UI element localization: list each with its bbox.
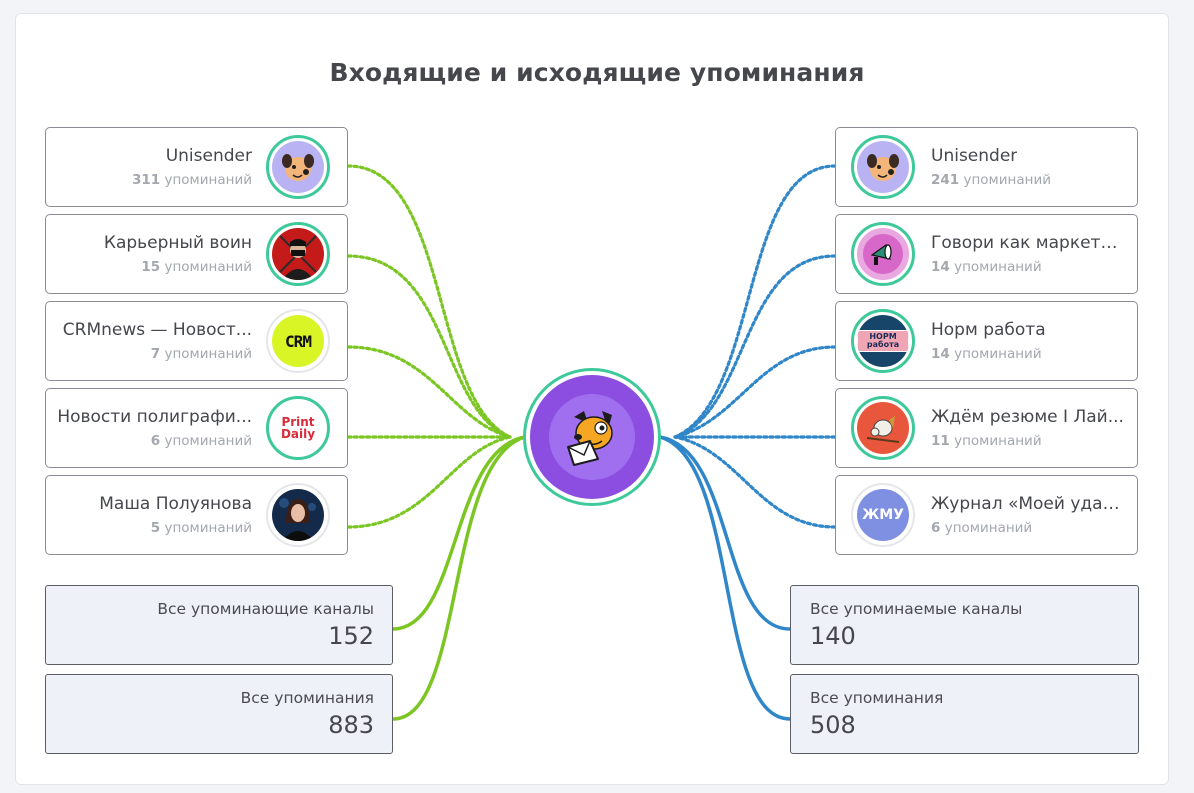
avatar: [266, 222, 330, 286]
avatar: [266, 483, 330, 547]
incoming-channel-crmnews[interactable]: CRMnews — Новост... 7 упоминаний CRM: [45, 301, 348, 381]
stat-value: 508: [810, 711, 856, 739]
mention-count: 14 упоминаний: [931, 346, 1042, 362]
incoming-channel-karernyi-voin[interactable]: Карьерный воин 15 упоминаний: [45, 214, 348, 294]
channel-name: Карьерный воин: [103, 233, 252, 253]
channel-name: Маша Полуянова: [99, 494, 252, 514]
center-channel-node[interactable]: [523, 368, 661, 506]
avatar: Print Daily: [266, 396, 330, 460]
mention-count: 14 упоминаний: [931, 259, 1042, 275]
avatar: CRM: [266, 309, 330, 373]
mention-count: 6 упоминаний: [150, 433, 252, 449]
norm-rabota-logo-icon: НОРМ работа: [857, 315, 909, 367]
channel-name: Говори как маркетол...: [931, 233, 1126, 253]
mention-count: 15 упоминаний: [141, 259, 252, 275]
avatar: [851, 135, 915, 199]
mention-count: 6 упоминаний: [931, 520, 1033, 536]
channel-name: Unisender: [165, 146, 252, 166]
all-mentioned-channels-stat[interactable]: Все упоминаемые каналы 140: [790, 585, 1139, 665]
megaphone-badge-icon: [857, 228, 909, 280]
center-avatar: [530, 375, 654, 499]
mention-count: 311 упоминаний: [132, 172, 252, 188]
stat-label: Все упоминания: [810, 689, 944, 707]
stat-label: Все упоминания: [240, 689, 374, 707]
channel-name: Новости полиграфи...: [57, 407, 252, 427]
stat-value: 883: [328, 711, 374, 739]
cat-illustration-icon: [857, 402, 909, 454]
all-mentioning-channels-stat[interactable]: Все упоминающие каналы 152: [45, 585, 393, 665]
channel-name: Ждём резюме I Лай...: [931, 407, 1124, 427]
channel-name: Норм работа: [931, 320, 1046, 340]
outgoing-channel-norm-rabota[interactable]: НОРМ работа Норм работа 14 упоминаний: [835, 301, 1138, 381]
all-outgoing-mentions-stat[interactable]: Все упоминания 508: [790, 674, 1139, 754]
dog-mascot-icon: [857, 141, 909, 193]
outgoing-channel-zhdem-rezyume[interactable]: Ждём резюме I Лай... 11 упоминаний: [835, 388, 1138, 468]
page-title: Входящие и исходящие упоминания: [329, 58, 865, 87]
mention-count: 7 упоминаний: [150, 346, 252, 362]
all-incoming-mentions-stat[interactable]: Все упоминания 883: [45, 674, 393, 754]
incoming-channel-masha-poluyanova[interactable]: Маша Полуянова 5 упоминаний: [45, 475, 348, 555]
outgoing-channel-unisender[interactable]: Unisender 241 упоминаний: [835, 127, 1138, 207]
avatar: [851, 396, 915, 460]
woman-portrait-icon: [272, 489, 324, 541]
channel-name: CRMnews — Новост...: [62, 320, 252, 340]
mention-count: 241 упоминаний: [931, 172, 1051, 188]
masked-person-icon: [272, 228, 324, 280]
incoming-channel-print-daily[interactable]: Новости полиграфи... 6 упоминаний Print …: [45, 388, 348, 468]
avatar: ЖМУ: [851, 483, 915, 547]
incoming-channel-unisender[interactable]: Unisender 311 упоминаний: [45, 127, 348, 207]
mention-count: 11 упоминаний: [931, 433, 1042, 449]
channel-name: Журнал «Моей удал...: [931, 494, 1126, 514]
channel-name: Unisender: [931, 146, 1018, 166]
avatar: [266, 135, 330, 199]
print-daily-logo-icon: Print Daily: [275, 402, 321, 454]
outgoing-channel-govori-kak-marketolog[interactable]: Говори как маркетол... 14 упоминаний: [835, 214, 1138, 294]
stat-label: Все упоминающие каналы: [157, 600, 374, 618]
outgoing-channel-zhurnal-moei-udalenki[interactable]: ЖМУ Журнал «Моей удал... 6 упоминаний: [835, 475, 1138, 555]
dog-mascot-icon: [272, 141, 324, 193]
crm-logo-icon: CRM: [272, 315, 324, 367]
stat-value: 140: [810, 622, 856, 650]
zhmu-logo-icon: ЖМУ: [857, 489, 909, 541]
avatar: [851, 222, 915, 286]
avatar: НОРМ работа: [851, 309, 915, 373]
stat-value: 152: [328, 622, 374, 650]
mention-count: 5 упоминаний: [150, 520, 252, 536]
stat-label: Все упоминаемые каналы: [810, 600, 1023, 618]
dog-mail-mascot-icon: [549, 394, 635, 480]
